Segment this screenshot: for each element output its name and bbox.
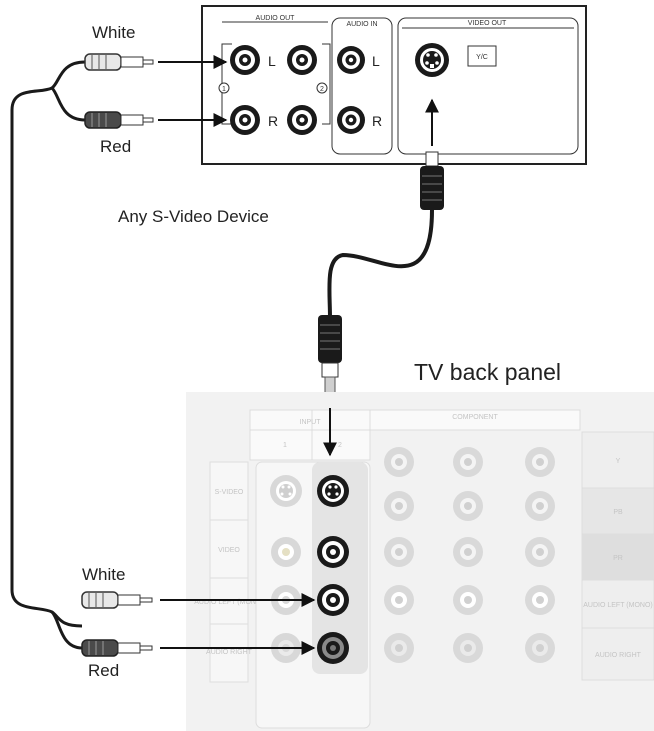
top-white-plug (84, 53, 154, 71)
tv-input2-audio-right-jack[interactable] (317, 632, 349, 664)
tv-component-header: COMPONENT (452, 414, 498, 421)
audio-cable (10, 53, 316, 657)
audio-out-number-1: 1 (222, 86, 226, 93)
audio-out-jack-2r[interactable] (287, 105, 317, 135)
svideo-out-jack[interactable] (415, 43, 449, 77)
component-jack[interactable] (384, 585, 414, 615)
bottom-red-plug (81, 639, 153, 657)
bottom-white-plug (81, 591, 153, 609)
tv-right-audio-right: AUDIO RIGHT (595, 652, 642, 659)
tv-right-y: Y (616, 458, 621, 465)
tv-input2-video-jack[interactable] (317, 536, 349, 568)
yc-label: Y/C (476, 54, 488, 61)
bottom-red-label: Red (88, 661, 119, 680)
audio-out-number-2: 2 (320, 86, 324, 93)
tv-row-audio-left: AUDIO LEFT (MONO) (194, 599, 263, 606)
tv-input2-audio-left-jack[interactable] (317, 584, 349, 616)
top-white-label: White (92, 23, 135, 42)
tv-row-svideo: S-VIDEO (215, 489, 244, 496)
tv-row-audio-right: AUDIO RIGHT (206, 649, 253, 656)
audio-out-label-l: L (268, 53, 276, 69)
tv-row-video: VIDEO (218, 547, 240, 554)
component-jack[interactable] (453, 447, 483, 477)
component-jack[interactable] (384, 537, 414, 567)
component-jack[interactable] (384, 447, 414, 477)
bottom-white-label: White (82, 565, 125, 584)
component-jack[interactable] (384, 633, 414, 663)
device-caption: Any S-Video Device (118, 207, 269, 226)
component-jack[interactable] (525, 537, 555, 567)
tv-component-jack-grid (384, 447, 555, 663)
audio-in-label-l: L (372, 53, 380, 69)
tv-right-audio-left: AUDIO LEFT (MONO) (583, 602, 652, 609)
component-jack[interactable] (384, 491, 414, 521)
component-jack[interactable] (525, 491, 555, 521)
component-jack[interactable] (525, 585, 555, 615)
audio-out-jack-2l[interactable] (287, 45, 317, 75)
tv-col-2: 2 (338, 442, 342, 449)
audio-in-jack-l[interactable] (337, 46, 365, 74)
tv-panel-title: TV back panel (414, 359, 561, 385)
component-jack[interactable] (453, 585, 483, 615)
tv-input1-svideo-jack[interactable] (270, 475, 302, 507)
tv-col-1: 1 (283, 442, 287, 449)
top-red-label: Red (100, 137, 131, 156)
audio-in-label-r: R (372, 113, 382, 129)
tv-right-pb: PB (613, 509, 623, 516)
audio-out-label-r: R (268, 113, 278, 129)
tv-input-header: INPUT (300, 419, 322, 426)
component-jack[interactable] (453, 491, 483, 521)
tv-input2-svideo-jack[interactable] (317, 475, 349, 507)
audio-out-header: AUDIO OUT (256, 15, 296, 22)
video-out-header: VIDEO OUT (468, 20, 507, 27)
audio-in-header: AUDIO IN (346, 21, 377, 28)
tv-input1-video-jack[interactable] (271, 537, 301, 567)
audio-out-jack-1r[interactable] (230, 105, 260, 135)
component-jack[interactable] (525, 447, 555, 477)
audio-in-jack-r[interactable] (337, 106, 365, 134)
component-jack[interactable] (525, 633, 555, 663)
component-jack[interactable] (453, 537, 483, 567)
top-red-plug (84, 111, 154, 129)
component-jack[interactable] (453, 633, 483, 663)
audio-out-jack-1l[interactable] (230, 45, 260, 75)
svideo-device-panel: AUDIO OUT AUDIO IN VIDEO OUT 1 2 L R (201, 5, 587, 165)
tv-right-pr: PR (613, 555, 623, 562)
svideo-cable (318, 151, 444, 396)
tv-back-panel: INPUT COMPONENT 1 2 S-VIDEO VIDEO AUDIO … (186, 392, 654, 731)
